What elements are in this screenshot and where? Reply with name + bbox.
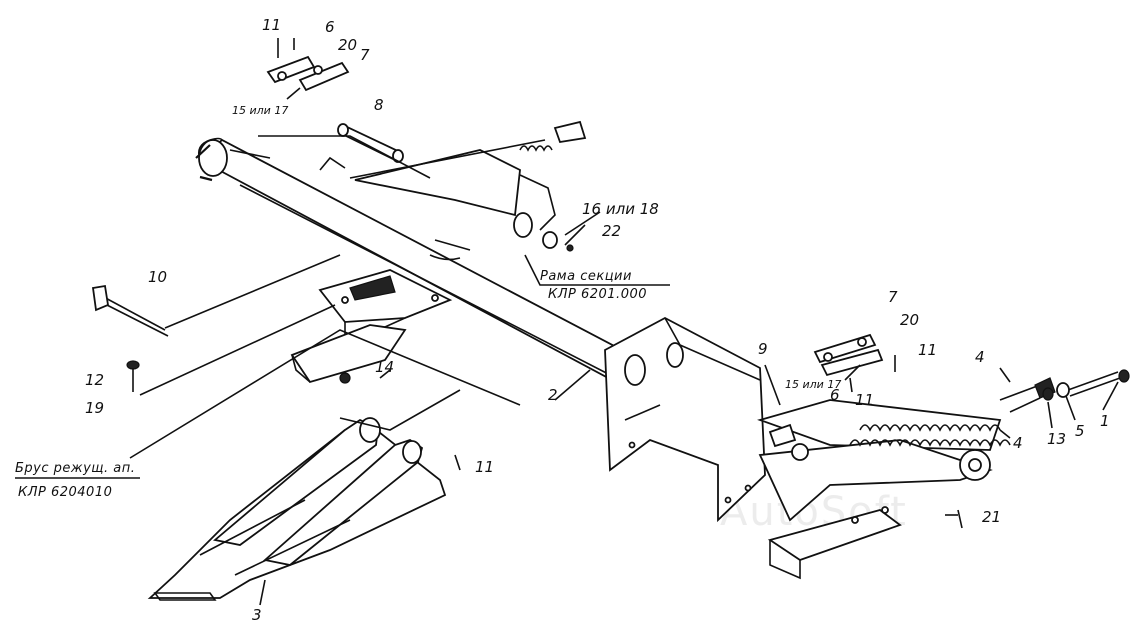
label-15b: 15 или 17 xyxy=(785,378,841,391)
label-3: 3 xyxy=(252,606,262,624)
pin-8 xyxy=(337,123,404,163)
label-14: 14 xyxy=(375,358,394,376)
label-4a: 4 xyxy=(975,348,985,366)
label-6b: 6 xyxy=(830,386,840,404)
cutter-code: КЛР 6204010 xyxy=(18,485,112,500)
bolt-1 xyxy=(1042,369,1130,401)
label-2: 2 xyxy=(548,386,558,404)
upper-bracket xyxy=(319,120,587,238)
label-8: 8 xyxy=(374,96,384,114)
label-5: 5 xyxy=(1075,422,1085,440)
label-4b: 4 xyxy=(1013,434,1023,452)
cutter-name: Брус режущ. ап. xyxy=(15,461,135,476)
label-7a: 7 xyxy=(360,46,370,64)
label-15a: 15 или 17 xyxy=(232,104,288,117)
leader-lines xyxy=(129,87,1119,606)
label-11c-right: 11 xyxy=(855,391,874,409)
part-labels: 11 6 20 7 15 или 17 8 16 или 18 22 10 12… xyxy=(85,16,1110,624)
right-arm xyxy=(757,377,1056,580)
label-11b: 11 xyxy=(918,341,937,359)
label-6a: 6 xyxy=(325,18,335,36)
label-16: 16 или 18 xyxy=(582,200,659,218)
label-20b: 20 xyxy=(900,311,919,329)
label-21: 21 xyxy=(982,508,1001,526)
caption-cutter: Брус режущ. ап. КЛР 6204010 xyxy=(15,461,140,500)
label-22: 22 xyxy=(602,222,621,240)
label-11a: 11 xyxy=(262,16,281,34)
beam-clamp xyxy=(318,269,453,347)
cutter-guard xyxy=(147,417,447,601)
label-12: 12 xyxy=(85,371,104,389)
label-9: 9 xyxy=(758,340,768,358)
label-20a: 20 xyxy=(338,36,357,54)
label-10: 10 xyxy=(148,268,167,286)
small-parts xyxy=(91,231,963,529)
links-top xyxy=(266,38,350,92)
pad-block xyxy=(290,324,407,384)
label-19: 19 xyxy=(85,399,104,417)
label-7b: 7 xyxy=(888,288,898,306)
label-13: 13 xyxy=(1047,430,1066,448)
end-plate xyxy=(604,316,766,523)
caption-frame: Рама секции КЛР 6201.000 xyxy=(540,269,647,302)
label-11-left: 11 xyxy=(475,458,494,476)
label-1: 1 xyxy=(1100,412,1110,430)
frame-code: КЛР 6201.000 xyxy=(548,287,647,302)
frame-name: Рама секции xyxy=(540,269,632,284)
links-right xyxy=(813,333,896,393)
